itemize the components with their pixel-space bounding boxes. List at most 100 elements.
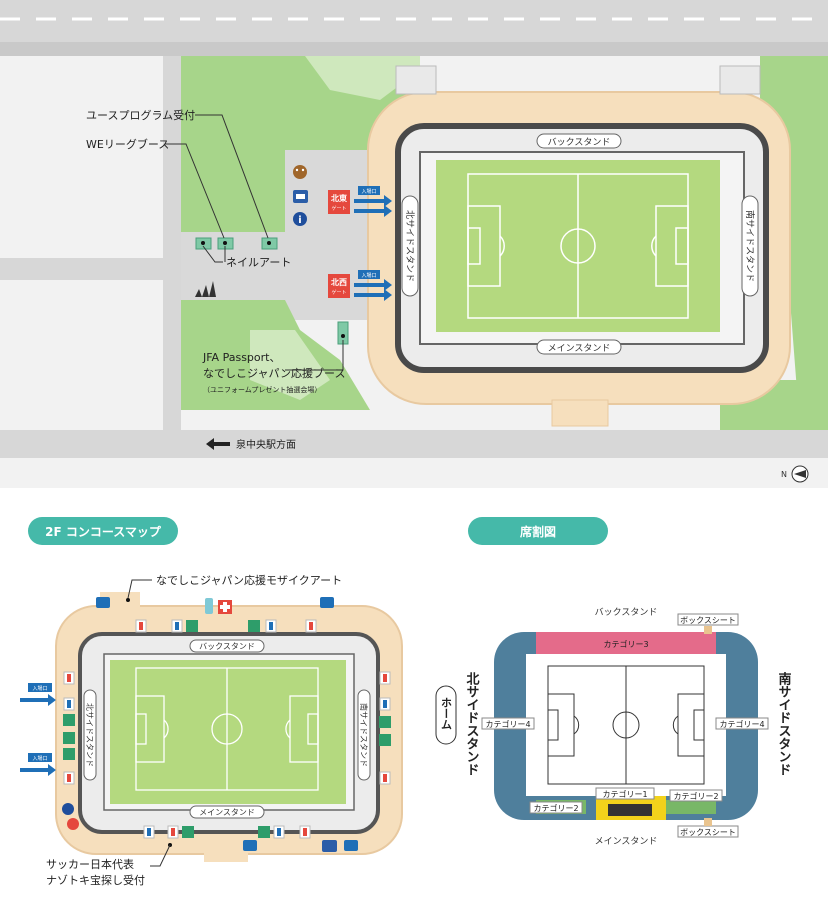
arrow-left-icon	[206, 438, 230, 450]
accessible-icon	[379, 716, 391, 728]
label-direction: 泉中央駅方面	[236, 438, 296, 451]
box-seat-bottom-label: ボックスシート	[680, 828, 736, 837]
concourse-title: 2F コンコースマップ	[45, 524, 162, 539]
restroom-icon	[171, 828, 175, 836]
seat-main-stand: メインスタンド	[595, 836, 658, 847]
jfa-badge-icon	[322, 840, 337, 852]
seat-back-stand: バックスタンド	[595, 607, 658, 618]
box-seat-bottom[interactable]	[704, 818, 712, 826]
gate-nw-sub: ゲート	[331, 289, 346, 296]
bottom-road	[0, 430, 828, 458]
concourse-south-stand: 南サイドスタンド	[359, 703, 369, 767]
seat-cat2-right[interactable]	[666, 800, 716, 814]
accessible-icon	[63, 748, 75, 760]
label-youth-program: ユースプログラム受付	[86, 108, 195, 122]
compass-icon: N	[781, 465, 809, 483]
restroom-icon	[67, 700, 71, 708]
accessible-icon	[186, 620, 198, 632]
label-we-league: WEリーグブース	[86, 137, 169, 151]
seat-south-side-label: 南サイドスタンド	[776, 671, 792, 776]
seat-cat2-right-label: カテゴリー2	[673, 791, 718, 801]
seat-south-side: 南サイドスタンド	[776, 671, 792, 776]
label-treasure-line2: ナゾトキ宝探し受付	[46, 873, 145, 887]
concourse-north-stand: 北サイドスタンド	[85, 703, 94, 767]
gate-ne-sub: ゲート	[331, 205, 346, 212]
concourse-entry-label: 入場口	[32, 685, 47, 692]
gate-north-east[interactable]: 北東 ゲート 入場口	[328, 186, 392, 217]
seat-map-title: 席割図	[520, 524, 556, 539]
concourse-map: 2F コンコースマップ バックスタンド メインスタンド 北サイドスタンド 南サイ…	[20, 517, 403, 887]
home-label: ホーム	[440, 697, 453, 730]
label-nail-art: ネイルアート	[226, 256, 291, 269]
seat-map-title-pill	[468, 517, 608, 545]
baby-care-icon	[205, 598, 213, 614]
plaza	[181, 150, 370, 320]
concourse-pitch	[110, 660, 346, 804]
svg-text:i: i	[298, 215, 301, 226]
gate-ne-name: 北東	[331, 193, 347, 203]
adidas-logo-icon	[195, 281, 216, 297]
label-jfa-line3: （ユニフォームプレゼント抽選会場）	[203, 385, 321, 394]
entry-arrow-icon	[354, 279, 392, 291]
top-main-stand-label: メインスタンド	[548, 343, 611, 354]
box-seat-top-label: ボックスシート	[680, 616, 736, 625]
entry-arrow-icon	[354, 195, 392, 207]
home-badge	[435, 685, 457, 745]
accessible-icon	[182, 826, 194, 838]
gate-ne-entry: 入場口	[361, 188, 376, 195]
accessible-icon	[63, 714, 75, 726]
top-north-stand-label: 北サイドスタンド	[404, 210, 415, 282]
restroom-icon	[147, 828, 151, 836]
camera-icon	[96, 597, 110, 608]
seat-cat4-left-label: カテゴリー4	[485, 719, 530, 729]
camera-icon	[320, 597, 334, 608]
restroom-icon	[303, 828, 307, 836]
seat-cat2-left-label: カテゴリー2	[533, 803, 578, 813]
info-icon	[62, 803, 74, 815]
seat-map: 席割図 バックスタンド メインスタンド カテゴリー3 カテゴリー1 カテゴリー2…	[435, 517, 792, 847]
entry-arrow-icon	[354, 205, 392, 217]
accessible-icon	[258, 826, 270, 838]
top-back-stand-label: バックスタンド	[548, 137, 611, 148]
entry-arrow-icon	[354, 289, 392, 301]
seat-cat1-label: カテゴリー1	[602, 789, 647, 799]
concourse-title-pill	[28, 517, 178, 545]
seat-cat4-right-label: カテゴリー4	[719, 719, 764, 729]
box-seat-top[interactable]	[704, 626, 712, 634]
gate-nw-entry: 入場口	[361, 272, 376, 279]
restroom-icon	[277, 828, 281, 836]
restroom-icon	[67, 674, 71, 682]
restroom-icon	[67, 774, 71, 782]
top-road	[0, 0, 828, 42]
restroom-icon	[309, 622, 313, 630]
top-south-stand-label: 南サイドスタンド	[744, 210, 756, 282]
accessible-icon	[379, 734, 391, 746]
label-mosaic-art: なでしこジャパン応援モザイクアート	[156, 573, 342, 587]
mascot-icon	[293, 165, 307, 179]
restroom-icon	[383, 774, 387, 782]
camera-icon	[243, 840, 257, 851]
entry-arrow-icon	[20, 694, 56, 706]
restroom-icon	[383, 700, 387, 708]
seat-cat3[interactable]	[536, 632, 716, 654]
gate-north-west[interactable]: 北西 ゲート 入場口	[328, 270, 392, 301]
restroom-icon	[269, 622, 273, 630]
restroom-icon	[175, 622, 179, 630]
concourse-entry-upper[interactable]: 入場口	[20, 683, 56, 706]
accessible-icon	[248, 620, 260, 632]
concourse-entry-label: 入場口	[32, 755, 47, 762]
label-jfa-line1: JFA Passport、	[202, 351, 280, 364]
left-road	[163, 56, 181, 434]
entry-arrow-icon	[20, 764, 56, 776]
restroom-icon	[383, 674, 387, 682]
info-icon	[293, 212, 307, 226]
seat-north-side-label: 北サイドスタンド	[464, 672, 480, 776]
concourse-entry-lower[interactable]: 入場口	[20, 753, 56, 776]
seat-cat3-label: カテゴリー3	[603, 639, 648, 649]
svg-text:N: N	[781, 470, 787, 479]
restroom-icon	[139, 622, 143, 630]
label-treasure-line1: サッカー日本代表	[46, 857, 134, 871]
gate-nw-name: 北西	[331, 277, 347, 287]
